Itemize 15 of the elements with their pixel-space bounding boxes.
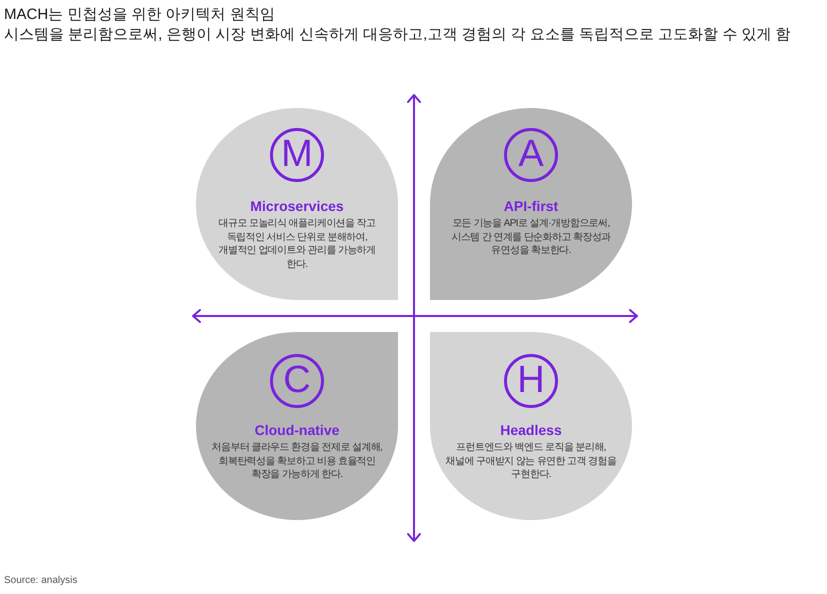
principle-description: 모든 기능을 API로 설계·개방함으로써, 시스템 간 연계를 단순화하고 확장성과 유연성을 확보한다. <box>450 217 612 258</box>
principle-description: 프런트엔드와 백엔드 로직을 분리해, 채널에 구애받지 않는 유연한 고객 경험을 구현한다. <box>445 441 617 482</box>
principle-heading: Microservices <box>250 198 344 215</box>
circled-letter: A <box>504 128 558 182</box>
circled-letter: M <box>270 128 324 182</box>
principle-description: 처음부터 클라우드 환경을 전제로 설계해, 회복탄력성을 확보하고 비용 효율적인 확장을 가능하게 한다. <box>211 441 383 482</box>
diagram-title: MACH는 민첩성을 위한 아키텍처 원칙임 <box>4 5 275 24</box>
principle-heading: API-first <box>504 198 558 215</box>
source-note: Source: analysis <box>4 575 78 587</box>
principle-heading: Headless <box>500 422 562 439</box>
circled-letter: H <box>504 354 558 408</box>
circled-letter: C <box>270 354 324 408</box>
principle-description: 대규모 모놀리식 애플리케이션을 작고 독립적인 서비스 단위로 분해하여, 개별적인 업데이트와 관리를 가능하게 한다. <box>218 217 376 271</box>
subtitle: 시스템을 분리함으로써, 은행이 시장 변화에 신속하게 대응하고,고객 경험의 각 요소를 독립적으로 고도화할 수 있게 함 <box>4 25 791 44</box>
principle-heading: Cloud-native <box>254 422 340 439</box>
